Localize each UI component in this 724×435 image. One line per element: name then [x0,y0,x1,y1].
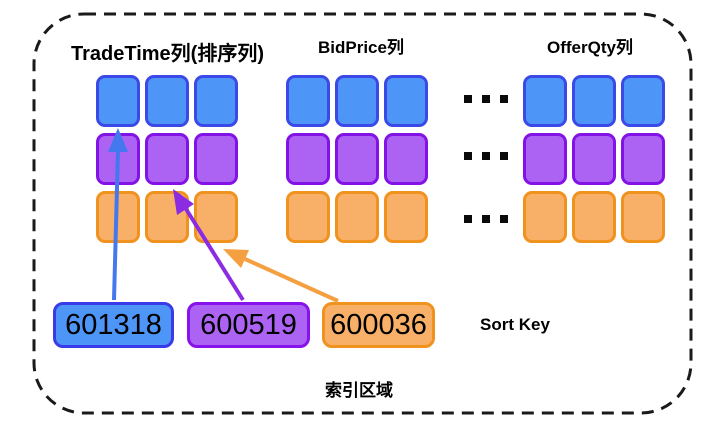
data-cell-blue-row [96,75,140,127]
column-header-tradetime: TradeTime列(排序列) [71,43,264,65]
dot-icon [482,152,490,160]
ellipsis-dots-row-2 [464,152,508,160]
data-cell-purple-row [335,133,379,185]
data-cell-purple-row [286,133,330,185]
sort-key-box-601318: 601318 [53,302,174,348]
data-cell-blue-row [384,75,428,127]
region-label: 索引区域 [325,381,393,400]
data-cell-purple-row [384,133,428,185]
dot-icon [464,152,472,160]
data-cell-orange-row [286,191,330,243]
data-cell-blue-row [572,75,616,127]
arrow-orange-line [244,257,339,303]
data-cell-blue-row [194,75,238,127]
dot-icon [500,95,508,103]
dot-icon [482,215,490,223]
data-cell-orange-row [194,191,238,243]
sort-key-box-600519: 600519 [187,302,310,348]
ellipsis-dots-row-3 [464,215,508,223]
data-cell-blue-row [523,75,567,127]
dot-icon [464,215,472,223]
column-header-offerqty: OfferQty列 [547,38,633,57]
arrow-orange-head [223,249,249,268]
data-cell-purple-row [145,133,189,185]
ellipsis-dots-row-1 [464,95,508,103]
data-cell-orange-row [523,191,567,243]
dot-icon [464,95,472,103]
data-cell-orange-row [572,191,616,243]
column-grid-offerqty [523,75,665,243]
data-cell-blue-row [286,75,330,127]
dot-icon [500,152,508,160]
sort-key-box-600036: 600036 [322,302,435,348]
dot-icon [482,95,490,103]
data-cell-orange-row [335,191,379,243]
data-cell-purple-row [523,133,567,185]
column-grid-bidprice [286,75,428,243]
data-cell-blue-row [621,75,665,127]
column-grid-tradetime [96,75,238,243]
sort-key-label: Sort Key [480,315,550,334]
data-cell-purple-row [96,133,140,185]
data-cell-orange-row [384,191,428,243]
data-cell-purple-row [572,133,616,185]
data-cell-orange-row [96,191,140,243]
data-cell-orange-row [621,191,665,243]
column-header-bidprice: BidPrice列 [318,38,404,57]
data-cell-blue-row [335,75,379,127]
dot-icon [500,215,508,223]
data-cell-blue-row [145,75,189,127]
data-cell-purple-row [194,133,238,185]
data-cell-orange-row [145,191,189,243]
data-cell-purple-row [621,133,665,185]
